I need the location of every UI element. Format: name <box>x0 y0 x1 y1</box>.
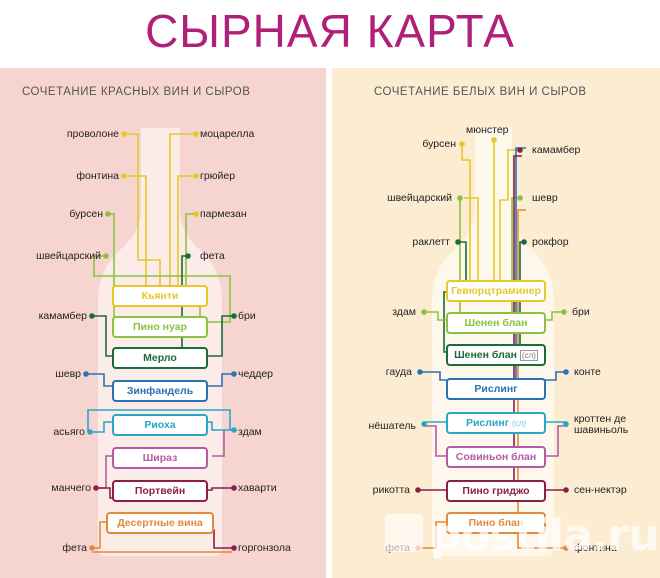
cheese-label: конте <box>574 366 601 378</box>
wine-box: Шенен блан (сл) <box>446 344 546 366</box>
cheese-label: пармезан <box>200 208 247 220</box>
wine-box: Пино гриджо <box>446 480 546 502</box>
cheese-label: камамбер <box>532 144 581 156</box>
cheese-label: бри <box>238 310 256 322</box>
cheese-label: фонтина <box>76 170 119 182</box>
watermark-logo-icon <box>385 514 423 552</box>
cheese-label: проволоне <box>66 128 119 140</box>
wine-box: Рислинг (сл) <box>446 412 546 434</box>
watermark: postila.ru <box>430 510 660 561</box>
cheese-label: здам <box>238 426 262 438</box>
wine-name: Шенен блан <box>454 349 517 361</box>
wine-box: Зинфандель <box>112 380 208 402</box>
cheese-label: фета <box>62 542 87 554</box>
cheese-label: здам <box>392 306 416 318</box>
cheese-label: манчего <box>51 482 91 494</box>
cheese-label: асьяго <box>53 426 85 438</box>
cheese-label: бри <box>572 306 590 318</box>
white-panel-subtitle: СОЧЕТАНИЕ БЕЛЫХ ВИН И СЫРОВ <box>374 86 587 98</box>
cheese-label: раклетт <box>412 236 450 248</box>
red-panel-subtitle: СОЧЕТАНИЕ КРАСНЫХ ВИН И СЫРОВ <box>22 86 251 98</box>
page-title: СЫРНАЯ КАРТА <box>145 5 515 57</box>
cheese-label: сен-нектэр <box>574 484 627 496</box>
cheese-label: бурсен <box>422 138 456 150</box>
wine-box: Гевюрцтраминер <box>446 280 546 302</box>
wine-box: Шенен блан <box>446 312 546 334</box>
cheese-label: грюйер <box>200 170 236 182</box>
cheese-label: рикотта <box>372 484 410 496</box>
sweet-badge: (сл) <box>512 419 527 428</box>
cheese-label: гауда <box>385 366 412 378</box>
cheese-label: камамбер <box>38 310 87 322</box>
wine-box: Пино нуар <box>112 316 208 338</box>
cheese-label: хаварти <box>238 482 277 494</box>
sweet-badge: (сл) <box>519 350 538 361</box>
cheese-label: нёшатель <box>368 420 416 432</box>
wine-name: Рислинг <box>465 417 510 429</box>
wine-box: Портвейн <box>112 480 208 502</box>
cheese-label: фета <box>200 250 225 262</box>
wine-box: Риоха <box>112 414 208 436</box>
wine-box: Десертные вина <box>106 512 214 534</box>
wine-box: Кьянти <box>112 285 208 307</box>
wine-box: Рислинг <box>446 378 546 400</box>
cheese-label: кроттен де шавиньоль <box>574 413 629 436</box>
cheese-label: шевр <box>55 368 81 380</box>
cheese-label: рокфор <box>532 236 569 248</box>
cheese-label: чеддер <box>238 368 274 380</box>
wine-box: Шираз <box>112 447 208 469</box>
cheese-label: шевр <box>532 192 558 204</box>
wine-box: Мерло <box>112 347 208 369</box>
cheese-label: горгонзола <box>238 542 291 554</box>
cheese-label: моцарелла <box>200 128 255 140</box>
wine-box: Пино блан <box>446 512 546 534</box>
cheese-label: бурсен <box>69 208 103 220</box>
cheese-label: фонтина <box>574 542 617 554</box>
cheese-label: швейцарский <box>387 192 452 204</box>
cheese-label: мюнстер <box>466 124 509 136</box>
cheese-label: швейцарский <box>36 250 101 262</box>
wine-box: Совиньон блан <box>446 446 546 468</box>
